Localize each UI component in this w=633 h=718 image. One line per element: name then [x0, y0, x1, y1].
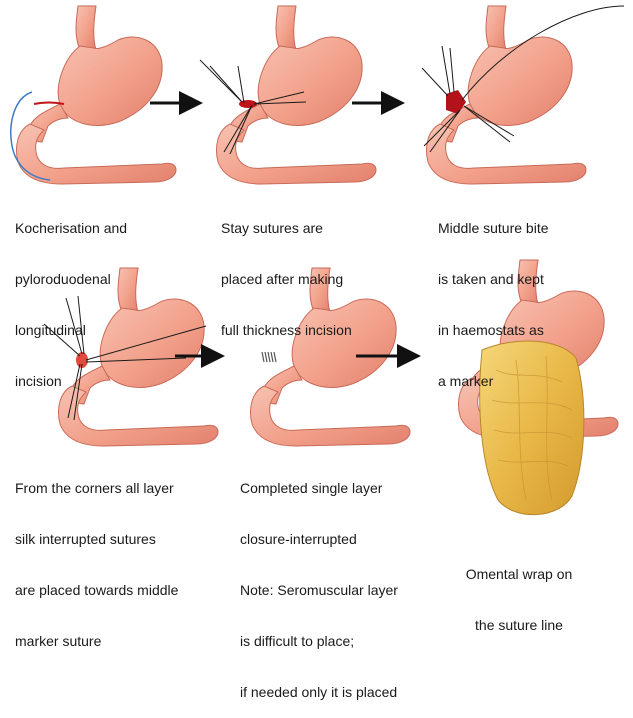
caption-step-6: Omental wrap on the suture line — [449, 532, 589, 651]
caption-step-1: Kocherisation and pyloroduodenal longitu… — [15, 186, 127, 407]
caption-line: Omental wrap on — [449, 566, 589, 583]
caption-line: closure-interrupted — [240, 531, 398, 548]
step-2-illustration — [200, 6, 376, 184]
caption-line: if needed only it is placed — [240, 684, 398, 701]
caption-line: the suture line — [449, 617, 589, 634]
caption-line: is difficult to place; — [240, 633, 398, 650]
caption-step-5: Completed single layer closure-interrupt… — [240, 446, 398, 718]
caption-line: Middle suture bite — [438, 220, 549, 237]
caption-line: a marker — [438, 373, 549, 390]
caption-line: in haemostats as — [438, 322, 549, 339]
caption-line: placed after making — [221, 271, 352, 288]
caption-line: Note: Seromuscular layer — [240, 582, 398, 599]
caption-line: is taken and kept — [438, 271, 549, 288]
caption-line: full thickness incision — [221, 322, 352, 339]
caption-line: are placed towards middle — [15, 582, 178, 599]
step-3-illustration — [422, 6, 624, 184]
pyloric-incision — [34, 103, 64, 105]
caption-line: longitudinal — [15, 322, 127, 339]
caption-line: Stay sutures are — [221, 220, 352, 237]
caption-line: From the corners all layer — [15, 480, 178, 497]
caption-line: pyloroduodenal — [15, 271, 127, 288]
caption-step-3: Middle suture bite is taken and kept in … — [438, 186, 549, 407]
step-1-illustration — [11, 6, 176, 184]
caption-line: marker suture — [15, 633, 178, 650]
caption-step-4: From the corners all layer silk interrup… — [15, 446, 178, 667]
caption-line: Completed single layer — [240, 480, 398, 497]
caption-step-2: Stay sutures are placed after making ful… — [221, 186, 352, 356]
caption-line: incision — [15, 373, 127, 390]
caption-line: silk interrupted sutures — [15, 531, 178, 548]
caption-line: Kocherisation and — [15, 220, 127, 237]
